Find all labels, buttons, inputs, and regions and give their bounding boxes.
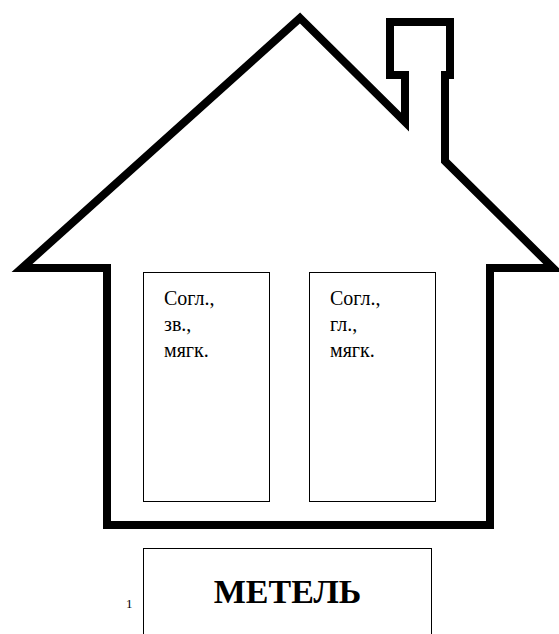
feature-text: Согл., гл., мягк. bbox=[330, 285, 404, 363]
feature-text: Согл., зв., мягк. bbox=[164, 285, 238, 363]
house-outline bbox=[22, 18, 553, 525]
word-text: МЕТЕЛЬ bbox=[154, 573, 421, 610]
window-box: Согл., гл., мягк. bbox=[309, 272, 436, 502]
page-number: 1 bbox=[126, 596, 133, 612]
word-box: МЕТЕЛЬ bbox=[143, 548, 432, 634]
window-box: Согл., зв., мягк. bbox=[143, 272, 270, 502]
